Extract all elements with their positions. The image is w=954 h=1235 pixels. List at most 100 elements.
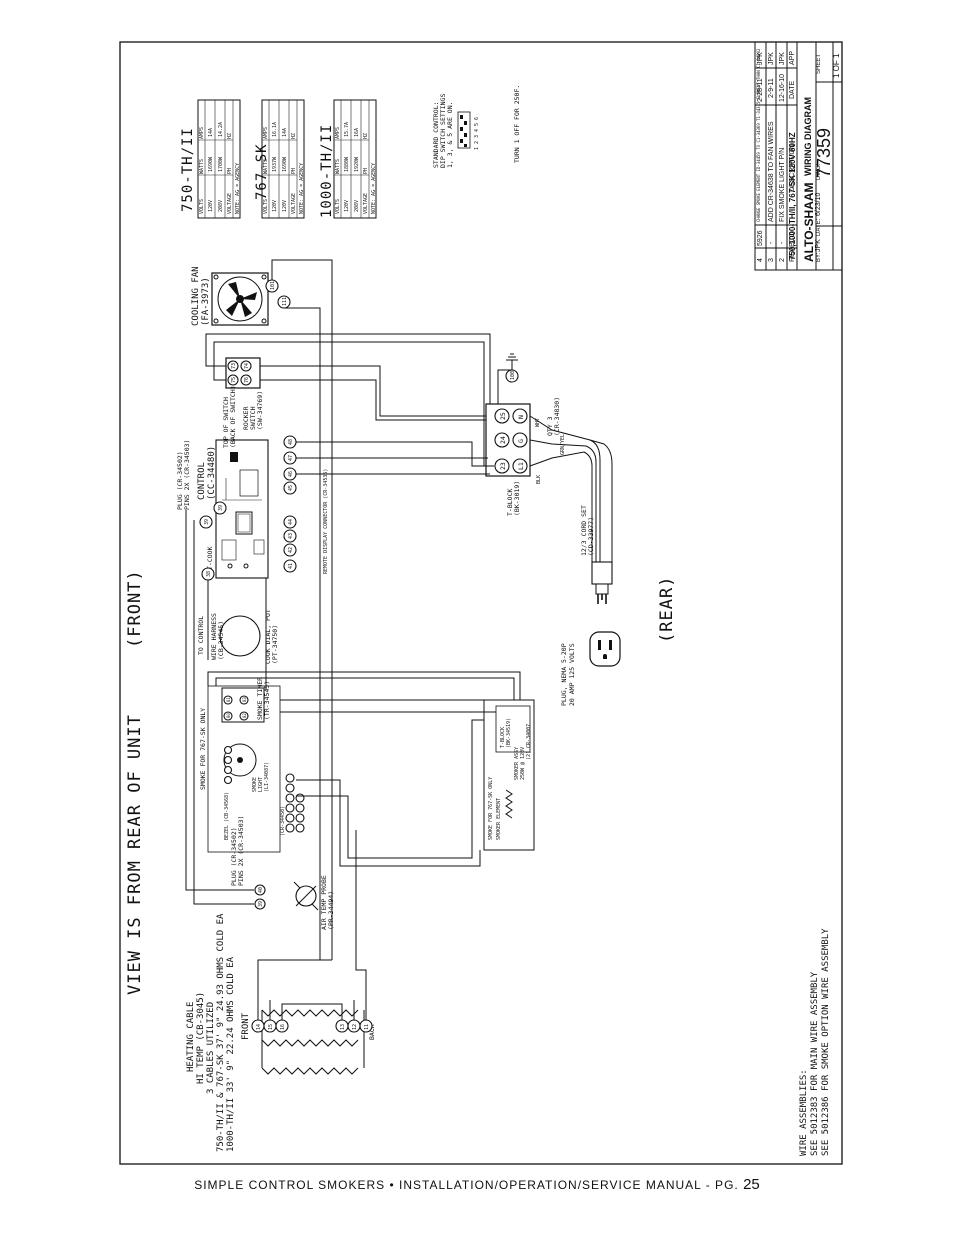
timer-terminal-80: 80 [226,713,231,718]
spec-1000-title: 1000-TH/II [319,124,335,218]
smoker-tblock: T-BLOCK [500,727,506,748]
heating-cable-line-2: HI TEMP (CB-3045) [196,992,206,1084]
footer-text: SIMPLE CONTROL SMOKERS • INSTALLATION/OP… [194,1178,739,1192]
wire-wht-label: WHT [535,418,541,427]
heat-terminal-16: 16 [280,1024,286,1030]
switch-label-1: ROCKER [242,406,250,430]
dip-num-3: 3 [474,135,480,138]
heating-cable-line-1: HEATING CABLE [186,1002,196,1072]
heat-terminal-14: 14 [256,1024,262,1030]
cook-dial-icon [219,615,261,657]
control-terminal-45: 45 [288,485,294,491]
smoker-rating: 250W @ 120V [520,747,526,780]
fan-terminal-111: 111 [282,297,288,306]
by-label: BY: [816,252,822,262]
spec-1000-r1-amps: 15.7A [344,122,350,137]
spec-767-note: NOTE: AG = AGENCY [299,163,305,214]
wire-assemblies-line-1: SEE 5012383 FOR MAIN WIRE ASSEMBLY [810,971,820,1156]
tblock-l1: L1 [517,462,525,470]
spec-750-r1-amps: 14A [208,128,214,137]
probe-plug-label-2: PINS 2X (CR-34503) [237,816,245,886]
control-part: (CC-34480) [207,446,217,500]
spec-1000-note: NOTE: AG = AGENCY [371,163,377,214]
control-terminal-48: 48 [288,439,294,445]
tblock-terminal-24: 24 [499,436,507,444]
switch-label-2: SWITCH [249,406,257,430]
tblock-label: T-BLOCK [506,489,514,516]
spec-767-h-amps: AMPS [263,127,269,139]
spec-1000-r1-volts: 120V [344,200,350,212]
spec-767-foot-voltage: VOLTAGE [291,193,297,214]
air-probe-part: (PR-34494) [327,891,335,930]
spec-750-foot-ph: PH [227,168,233,174]
rev-2-description: FIX SMOKE LIGHT P/N [779,148,786,222]
spec-1000-r1-watts: 1880W [344,156,350,172]
tblock-qty: QTY 3 [546,416,554,436]
heating-cable-line-4: 750-TH/II & 767-SK 37' 9" 24.93 OHMS COL… [216,913,226,1152]
spec-767-r1-watts: 1937W [272,156,278,172]
spec-table-767 [261,99,305,219]
rev-4-number: 4 [757,258,764,262]
rev-2-eco: - [779,241,786,244]
control-terminal-46: 46 [288,471,294,477]
tblock-g: G [517,439,525,443]
spec-767-foot-hz: HZ [291,133,297,139]
cord-set [529,415,613,604]
rev-2-date: 12-16-10 [779,74,786,102]
spec-767-foot-ph: PH [291,168,297,174]
rev-header: REV [789,247,796,262]
spec-750-h-watts: WATTS [199,159,205,174]
sheet-number: 1 OF 1 [832,53,841,78]
spec-750-foot-voltage: VOLTAGE [227,193,233,214]
spec-750-h-amps: AMPS [199,127,205,139]
spec-767-title: 767-SK [254,143,270,200]
rev-4-date: 2-28-11 [757,78,764,102]
dip-num-5: 5 [474,123,480,126]
smoke-light-label-2: LIGHT [258,777,264,792]
cooling-fan-label: COOLING FAN [191,266,201,326]
timer-terminal-83: 83 [242,697,247,702]
spec-767-r1-volts: 120V [272,200,278,212]
smoker-heater-box [483,699,535,851]
tblock-n: N [517,415,525,419]
spec-1000-r2-watts: 1920W [354,156,360,172]
control-terminal-39b: 39 [218,505,224,511]
switch-top-label: TOP OF SWITCH [222,397,230,448]
smoker-assy: SMOKER ASSY [514,747,520,780]
brand-logo: ALTO-SHAAM [802,182,816,262]
switch-terminal-76: 76 [244,377,250,383]
smoke-light-part: (LI-34087) [264,762,270,792]
control-label: CONTROL [197,462,207,500]
control-plug-label-1: PLUG (CR-34502) [176,451,184,510]
spec-767-r2-amps: 14A [282,128,288,137]
plug-icon [589,631,621,667]
control-plug-label-2: PINS 2X (CR-34503) [183,440,191,510]
wire-runs [185,259,521,1020]
heating-front-label: FRONT [241,1012,251,1040]
dip-num-1: 1 [474,147,480,150]
by-value: JPK [815,239,822,252]
fan-terminal-101: 101 [270,281,276,290]
tblock-part: (BK-3019) [513,481,521,516]
model-text: 750,1000-TH/II, 767-SK 120V 60HZ [788,132,797,260]
heating-cable-line-3: 3 CABLES UTILIZED [206,1002,216,1094]
spec-1000-r2-volts: 208V [354,200,360,212]
control-remote-label: REMOTE DISPLAY CONNECTOR (CR-34535) [323,469,329,574]
dip-num-4: 4 [474,129,480,132]
spec-1000-h-watts: WATTS [335,159,341,174]
rev-3-eco: - [768,241,775,244]
dip-switch [457,111,471,149]
air-probe-icon [293,881,319,911]
spec-table-1000 [333,99,377,219]
spec-750-note: NOTE: AG = AGENCY [235,163,241,214]
sheet-label: SHEET [816,54,822,74]
control-terminal-39a: 39 [204,519,210,525]
smoker-header: SMOKE FOR 767-SK ONLY [488,777,494,840]
control-terminal-41: 41 [288,563,294,569]
switch-terminal-75: 75 [231,377,237,383]
app-header: APP [789,51,796,65]
probe-terminal-40: 40 [258,887,264,893]
control-terminal-42: 42 [288,547,294,553]
smoke-light-label-1: SMOKE [252,777,258,792]
